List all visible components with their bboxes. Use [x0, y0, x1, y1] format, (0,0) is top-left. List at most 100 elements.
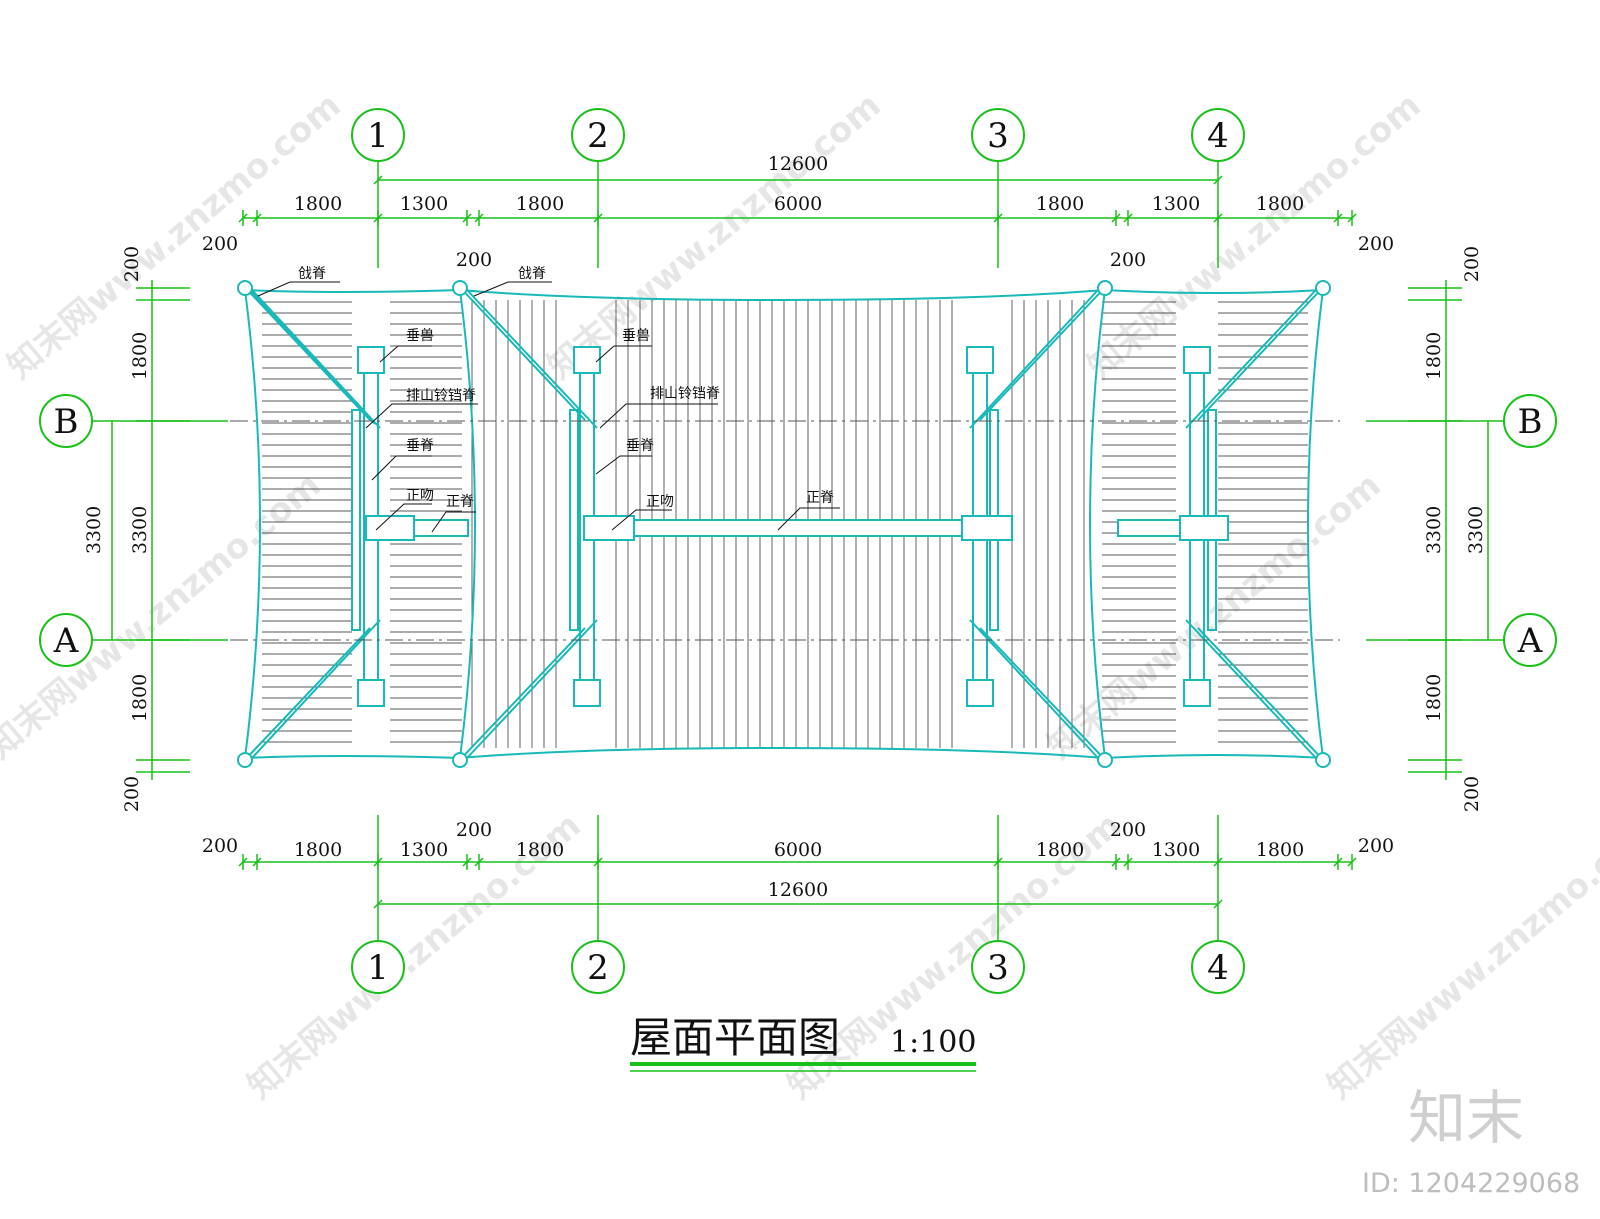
dim-text: 1800 [516, 193, 564, 215]
dim-text: 1300 [400, 839, 448, 861]
dim-tick [373, 899, 383, 909]
dim-tick [1333, 857, 1343, 867]
dim-tick [474, 213, 484, 223]
dim-tick [238, 213, 248, 223]
callout-main-ridge: 正脊 [806, 490, 834, 506]
dim-text: 3300 [129, 506, 151, 554]
dim-tick [462, 213, 472, 223]
callout-ridge-beast: 垂兽 [622, 328, 650, 344]
dim-tick [593, 213, 603, 223]
dim-text: 200 [1461, 776, 1483, 812]
dim-text: 200 [1110, 819, 1146, 841]
dim-text: 1800 [129, 332, 151, 380]
dim-right-vertical: 200 1800 3300 1800 200 3300 [1423, 246, 1487, 812]
axis-label-4: 4 [1207, 116, 1229, 156]
callout-ridge-finial: 正吻 [406, 488, 434, 504]
dim-tick [1347, 213, 1357, 223]
dim-text: 200 [456, 819, 492, 841]
drawing-title-block: 屋面平面图 1:100 [630, 1013, 976, 1072]
dim-tick [1213, 175, 1223, 185]
axis-label-4: 4 [1207, 948, 1229, 988]
dim-text: 1800 [1423, 674, 1445, 722]
dim-text: 1800 [1256, 193, 1304, 215]
dim-bottom-segments: 200 1800 1300 200 1800 6000 1800 200 130… [202, 819, 1394, 861]
brand-logo-text: 知末 [1408, 1084, 1524, 1152]
callout-vertical-ridge: 垂脊 [626, 438, 654, 454]
drawing-scale: 1:100 [890, 1025, 976, 1060]
brand-watermark: 知末 ID: 1204229068 [1362, 1084, 1580, 1199]
dim-text: 6000 [774, 193, 822, 215]
axis-label-3: 3 [987, 116, 1009, 156]
dim-text: 1800 [1423, 332, 1445, 380]
dim-text: 200 [1358, 233, 1394, 255]
dim-text: 1800 [129, 674, 151, 722]
axis-label-1: 1 [367, 116, 389, 156]
dim-tick [373, 857, 383, 867]
axis-label-2: 2 [587, 948, 609, 988]
dim-text: 3300 [1423, 506, 1445, 554]
dim-overall-bottom: 12600 [768, 879, 828, 901]
dim-text: 200 [456, 249, 492, 271]
dim-text: 6000 [774, 839, 822, 861]
callout-gable-ridge: 排山铃铛脊 [650, 386, 720, 402]
row-axis-left: B A [39, 394, 93, 667]
axis-label-b: B [1518, 402, 1543, 442]
axis-label-b: B [54, 402, 79, 442]
callout-ridge-finial: 正吻 [646, 494, 674, 510]
dim-tick [1213, 899, 1223, 909]
dim-text: 200 [1358, 835, 1394, 857]
hip-ridges [239, 281, 1329, 766]
dim-text: 1800 [1036, 839, 1084, 861]
corner-finials [237, 280, 1331, 768]
row-axis-right: B A [1503, 394, 1557, 667]
roof-outline [244, 288, 1324, 760]
dim-text: 1300 [1152, 839, 1200, 861]
dim-tick [1123, 213, 1133, 223]
dim-tick [373, 213, 383, 223]
dim-tick [1111, 857, 1121, 867]
dim-tick [238, 857, 248, 867]
dim-text: 200 [202, 233, 238, 255]
dim-text: 200 [1110, 249, 1146, 271]
dim-left-vertical: 200 1800 3300 1800 200 3300 [83, 246, 151, 812]
dim-tick [474, 857, 484, 867]
callout-main-ridge: 正脊 [446, 494, 474, 510]
dim-text: 1800 [516, 839, 564, 861]
axis-label-2: 2 [587, 116, 609, 156]
main-ridge [365, 515, 1229, 541]
dim-text: 1300 [400, 193, 448, 215]
axis-label-1: 1 [367, 948, 389, 988]
dimension-lines [92, 161, 1504, 941]
dim-tick [1123, 857, 1133, 867]
dim-tick [993, 857, 1003, 867]
dim-tick [252, 213, 262, 223]
drawing-title: 屋面平面图 [630, 1013, 840, 1062]
dim-top-segments: 200 1800 1300 200 1800 6000 1800 200 130… [202, 193, 1394, 271]
dim-text: 3300 [1465, 506, 1487, 554]
dim-tick [462, 857, 472, 867]
column-axis-top: 1 2 3 4 [351, 108, 1245, 162]
callout-gable-ridge: 排山铃铛脊 [406, 388, 476, 404]
dim-tick [1213, 857, 1223, 867]
callout-vertical-ridge: 垂脊 [406, 438, 434, 454]
dim-tick [593, 857, 603, 867]
watermark-text: 知末网www.znzmo.com [0, 465, 329, 767]
dim-overall-top: 12600 [768, 153, 828, 175]
dim-text: 1800 [294, 193, 342, 215]
callout-hip-ridge: 戗脊 [518, 266, 546, 282]
dim-text: 1800 [1036, 193, 1084, 215]
axis-label-3: 3 [987, 948, 1009, 988]
dim-text: 200 [121, 776, 143, 812]
axis-label-a: A [1517, 621, 1543, 661]
callout-leaders [257, 281, 840, 533]
column-axis-bottom: 1 2 3 4 [351, 940, 1245, 994]
dim-tick [1213, 213, 1223, 223]
dim-text: 200 [121, 246, 143, 282]
axis-label-a: A [53, 621, 79, 661]
dim-text: 200 [1461, 246, 1483, 282]
dim-tick [1333, 213, 1343, 223]
callout-ridge-beast: 垂兽 [406, 328, 434, 344]
dim-text: 1800 [1256, 839, 1304, 861]
dim-text: 3300 [83, 506, 105, 554]
